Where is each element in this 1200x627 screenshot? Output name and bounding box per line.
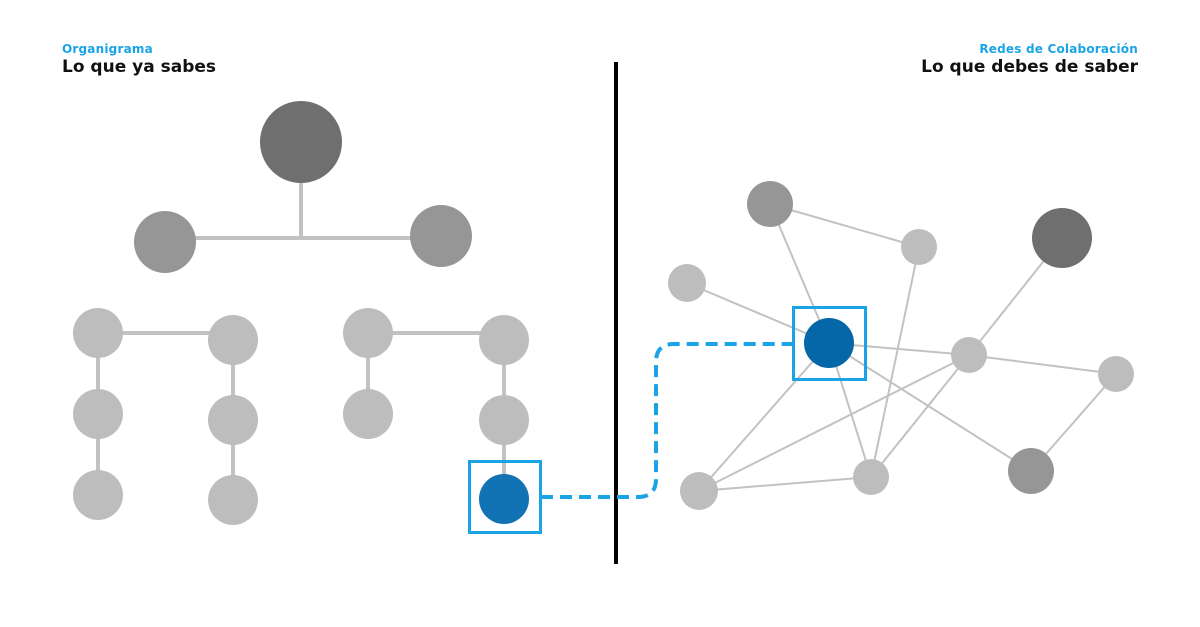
org-node-manager-right bbox=[410, 205, 472, 267]
network-node bbox=[901, 229, 937, 265]
right-subtitle: Redes de Colaboración bbox=[979, 42, 1138, 56]
org-highlight-box bbox=[468, 460, 542, 534]
org-node bbox=[343, 389, 393, 439]
org-chart-edges bbox=[96, 140, 506, 502]
left-title: Lo que ya sabes bbox=[62, 57, 217, 77]
right-title: Lo que debes de saber bbox=[921, 57, 1138, 77]
network-node-highlighted bbox=[804, 318, 854, 368]
network-node bbox=[1008, 448, 1054, 494]
org-node bbox=[479, 395, 529, 445]
org-node bbox=[73, 308, 123, 358]
network-edges bbox=[686, 203, 1117, 492]
right-heading: Redes de Colaboración Lo que debes de sa… bbox=[921, 42, 1138, 77]
org-node-manager-left bbox=[134, 211, 196, 273]
network-node bbox=[951, 337, 987, 373]
org-node bbox=[208, 395, 258, 445]
network-node bbox=[747, 181, 793, 227]
org-chart bbox=[73, 101, 542, 534]
network-node bbox=[668, 264, 706, 302]
org-node-root bbox=[260, 101, 342, 183]
org-node bbox=[343, 308, 393, 358]
org-node bbox=[73, 389, 123, 439]
left-heading: Organigrama Lo que ya sabes bbox=[62, 42, 216, 77]
network-node bbox=[853, 459, 889, 495]
network-node bbox=[680, 472, 718, 510]
org-node bbox=[479, 315, 529, 365]
org-node bbox=[208, 315, 258, 365]
network-highlight-box bbox=[792, 306, 867, 381]
left-subtitle: Organigrama bbox=[62, 42, 153, 56]
dashed-connector bbox=[541, 342, 793, 499]
collaboration-network bbox=[668, 181, 1134, 510]
network-node bbox=[1098, 356, 1134, 392]
network-node-dark bbox=[1032, 208, 1092, 268]
org-node-highlighted bbox=[479, 474, 529, 524]
org-node bbox=[73, 470, 123, 520]
org-node bbox=[208, 475, 258, 525]
